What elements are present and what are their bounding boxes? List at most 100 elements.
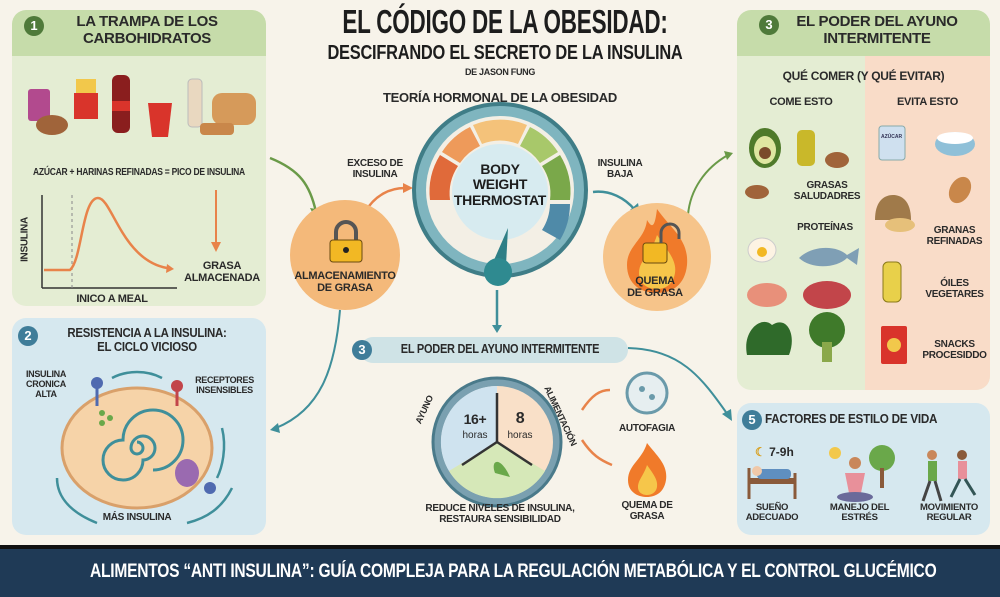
sun-icon xyxy=(829,447,841,459)
fish-icon xyxy=(799,247,859,267)
fast-hours: 16+ xyxy=(463,411,487,427)
thermostat-gauge xyxy=(412,102,588,286)
footer-text: ALIMENTOS “ANTI INSULINA”: GUÍA COMPLEJA… xyxy=(90,561,937,582)
cell-cycle-illustration xyxy=(55,370,234,525)
label-line: REGULAR xyxy=(926,512,972,524)
fasting-title-pill xyxy=(360,337,628,363)
panel-lifestyle: 5 FACTORES DE ESTILO DE VIDA ☾ 7-9h SUEÑ… xyxy=(737,403,990,535)
nuts-icon xyxy=(825,152,849,168)
title-line: LA TRAMPA DE LOS xyxy=(76,13,218,30)
fasting-effects xyxy=(580,371,669,497)
label-line: MANEJO DEL xyxy=(829,502,890,513)
label-line: INSULINA xyxy=(597,158,643,169)
fries-icon xyxy=(74,93,98,119)
step-number: 5 xyxy=(742,410,762,430)
gauge-segment xyxy=(520,127,558,163)
label-line: ALMACENAMIENTO xyxy=(294,270,396,282)
avoid-item-oils: ÓILES VEGETARES xyxy=(917,278,990,300)
label-line: RESTAURA SENSIBILIDAD xyxy=(439,514,561,525)
label-line: THERMOSTAT xyxy=(453,191,547,208)
label-line: INSULINA xyxy=(25,369,67,379)
panel-header xyxy=(12,10,266,56)
title-line: INTERMITENTE xyxy=(823,29,931,47)
panel-carb-trap: 1 LA TRAMPA DE LOS CARBOHIDRATOS AZÚCAR … xyxy=(12,10,266,306)
cell-icon xyxy=(60,386,214,510)
low-insulin-label: INSULINA BAJA xyxy=(585,158,655,180)
label-line: VEGETARES xyxy=(925,289,984,300)
cup-icon xyxy=(148,103,172,137)
sugar-bag-icon xyxy=(878,125,906,161)
step-number: 3 xyxy=(352,340,372,360)
panel-title: RESISTENCIA A LA INSULINA: EL CICLO VICI… xyxy=(50,325,244,355)
label-line: EXCESO DE xyxy=(347,158,403,169)
eat-foods-illustration xyxy=(745,128,859,362)
label-line: QUEMA DE xyxy=(621,500,673,511)
junk-food-illustration xyxy=(28,75,256,137)
receptor-icon xyxy=(91,377,103,389)
vegetable-oil-icon xyxy=(882,261,902,303)
eat-item-fats: GRASAS SALUDADRES xyxy=(787,180,867,202)
step-number: 1 xyxy=(24,16,44,36)
label-line: BAJA xyxy=(606,169,634,180)
receptors-label: RECEPTORES INSENSIBLES xyxy=(187,375,262,396)
donut-icon xyxy=(36,115,68,135)
flour-sack-icon xyxy=(875,195,911,220)
label-line: GRASA xyxy=(629,511,665,522)
insulin-curve xyxy=(44,196,168,272)
step-number: 3 xyxy=(759,15,779,35)
label-line: PROCESIDDO xyxy=(922,350,987,361)
label-line: SNACKS xyxy=(934,339,975,350)
label-line: CRONICA xyxy=(26,378,66,389)
spiral xyxy=(101,408,185,482)
fasting-burn-label: QUEMA DE GRASA xyxy=(612,500,682,522)
fasting-title: EL PODER DEL AYUNO INTERMITENTE xyxy=(400,342,600,356)
label-line: WEIGHT xyxy=(472,176,528,193)
label-line: REFINADAS xyxy=(926,236,983,247)
tree-icon xyxy=(869,445,895,471)
label-line: ESTRÉS xyxy=(841,512,878,524)
gauge-segment xyxy=(542,204,570,240)
sleep-hours-value: 7-9h xyxy=(769,445,794,459)
label-line: DE GRASA xyxy=(627,287,683,300)
label-line: MOVIMIENTO xyxy=(919,502,979,513)
eat-header: COME ESTO xyxy=(769,96,833,108)
bread-icon xyxy=(212,93,256,125)
hours-unit: horas xyxy=(507,430,533,441)
gauge-needle xyxy=(494,228,508,265)
label-line: INSULINA xyxy=(352,169,398,180)
panel-title: LA TRAMPA DE LOS CARBOHIDRATOS xyxy=(47,13,247,47)
page-title: EL CÓDIGO DE LA OBESIDAD: xyxy=(342,3,668,40)
clock-hand xyxy=(461,440,498,467)
footer-banner: ALIMENTOS “ANTI INSULINA”: GUÍA COMPLEJA… xyxy=(0,545,1000,597)
lifestyle-stress: MANEJO DEL ESTRÉS xyxy=(822,502,897,524)
fat-burn-label: QUEMA DE GRASA xyxy=(620,275,690,299)
panel-what-to-eat: 3 EL PODER DEL AYUNO INTERMITENTE QUÉ CO… xyxy=(737,10,990,390)
label-line: ADECUADO xyxy=(745,512,799,524)
arrow-low xyxy=(592,190,636,211)
gauge-segment xyxy=(429,155,458,200)
avoid-foods-illustration xyxy=(875,125,975,364)
theory-heading: TEORÍA HORMONAL DE LA OBESIDAD xyxy=(383,90,617,105)
arrow-to-panel2 xyxy=(275,309,341,429)
chips-bag-icon xyxy=(28,89,50,121)
step-number: 2 xyxy=(18,326,38,346)
more-insulin-label: MÁS INSULINA xyxy=(102,512,172,523)
author: DE JASON FUNG xyxy=(464,67,536,77)
nucleus-icon xyxy=(175,459,199,487)
bed-icon xyxy=(749,478,795,484)
autophagy-icon xyxy=(625,371,669,415)
avoid-item-grains: GRANAS REFINADAS xyxy=(917,225,990,247)
fat-storage-label: ALMACENAMIENTO DE GRASA xyxy=(285,270,405,294)
moon-icon: ☾ xyxy=(755,445,766,459)
label-line: ALMACENADA xyxy=(184,272,260,285)
panel-title: EL PODER DEL AYUNO INTERMITENTE xyxy=(777,13,977,47)
gauge-segment xyxy=(473,119,527,144)
panel-title: FACTORES DE ESTILO DE VIDA xyxy=(765,411,938,426)
fasting-clock xyxy=(431,376,563,508)
panel-insulin-resistance: 2 RESISTENCIA A LA INSULINA: EL CICLO VI… xyxy=(12,318,266,535)
label-line: BODY xyxy=(480,161,520,177)
autophagy-label: AUTOFAGIA xyxy=(618,423,675,434)
page-subtitle: DESCIFRANDO EL SECRETO DE LA INSULINA xyxy=(327,42,683,64)
eat-hours: 8 xyxy=(515,410,525,427)
fasting-caption: REDUCE NIVELES DE INSULINA, RESTAURA SEN… xyxy=(405,503,595,525)
